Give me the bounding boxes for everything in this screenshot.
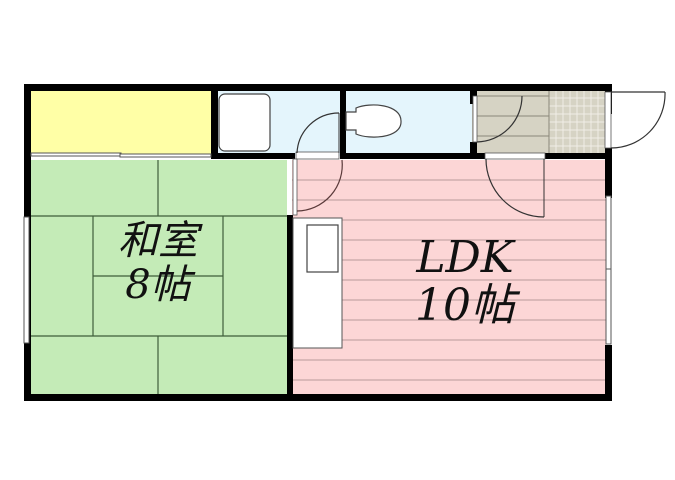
entrance (472, 90, 549, 156)
washitsu-name: 和室 (118, 218, 198, 264)
ldk-room (292, 160, 606, 395)
washitsu-size: 8帖 (125, 262, 191, 308)
washitsu-label: 和室 8帖 (93, 220, 223, 306)
ldk-name: LDK (416, 232, 514, 283)
ldk-label: LDK 10帖 (380, 232, 550, 332)
closet (30, 90, 212, 156)
ldk-size: 10帖 (415, 280, 515, 332)
